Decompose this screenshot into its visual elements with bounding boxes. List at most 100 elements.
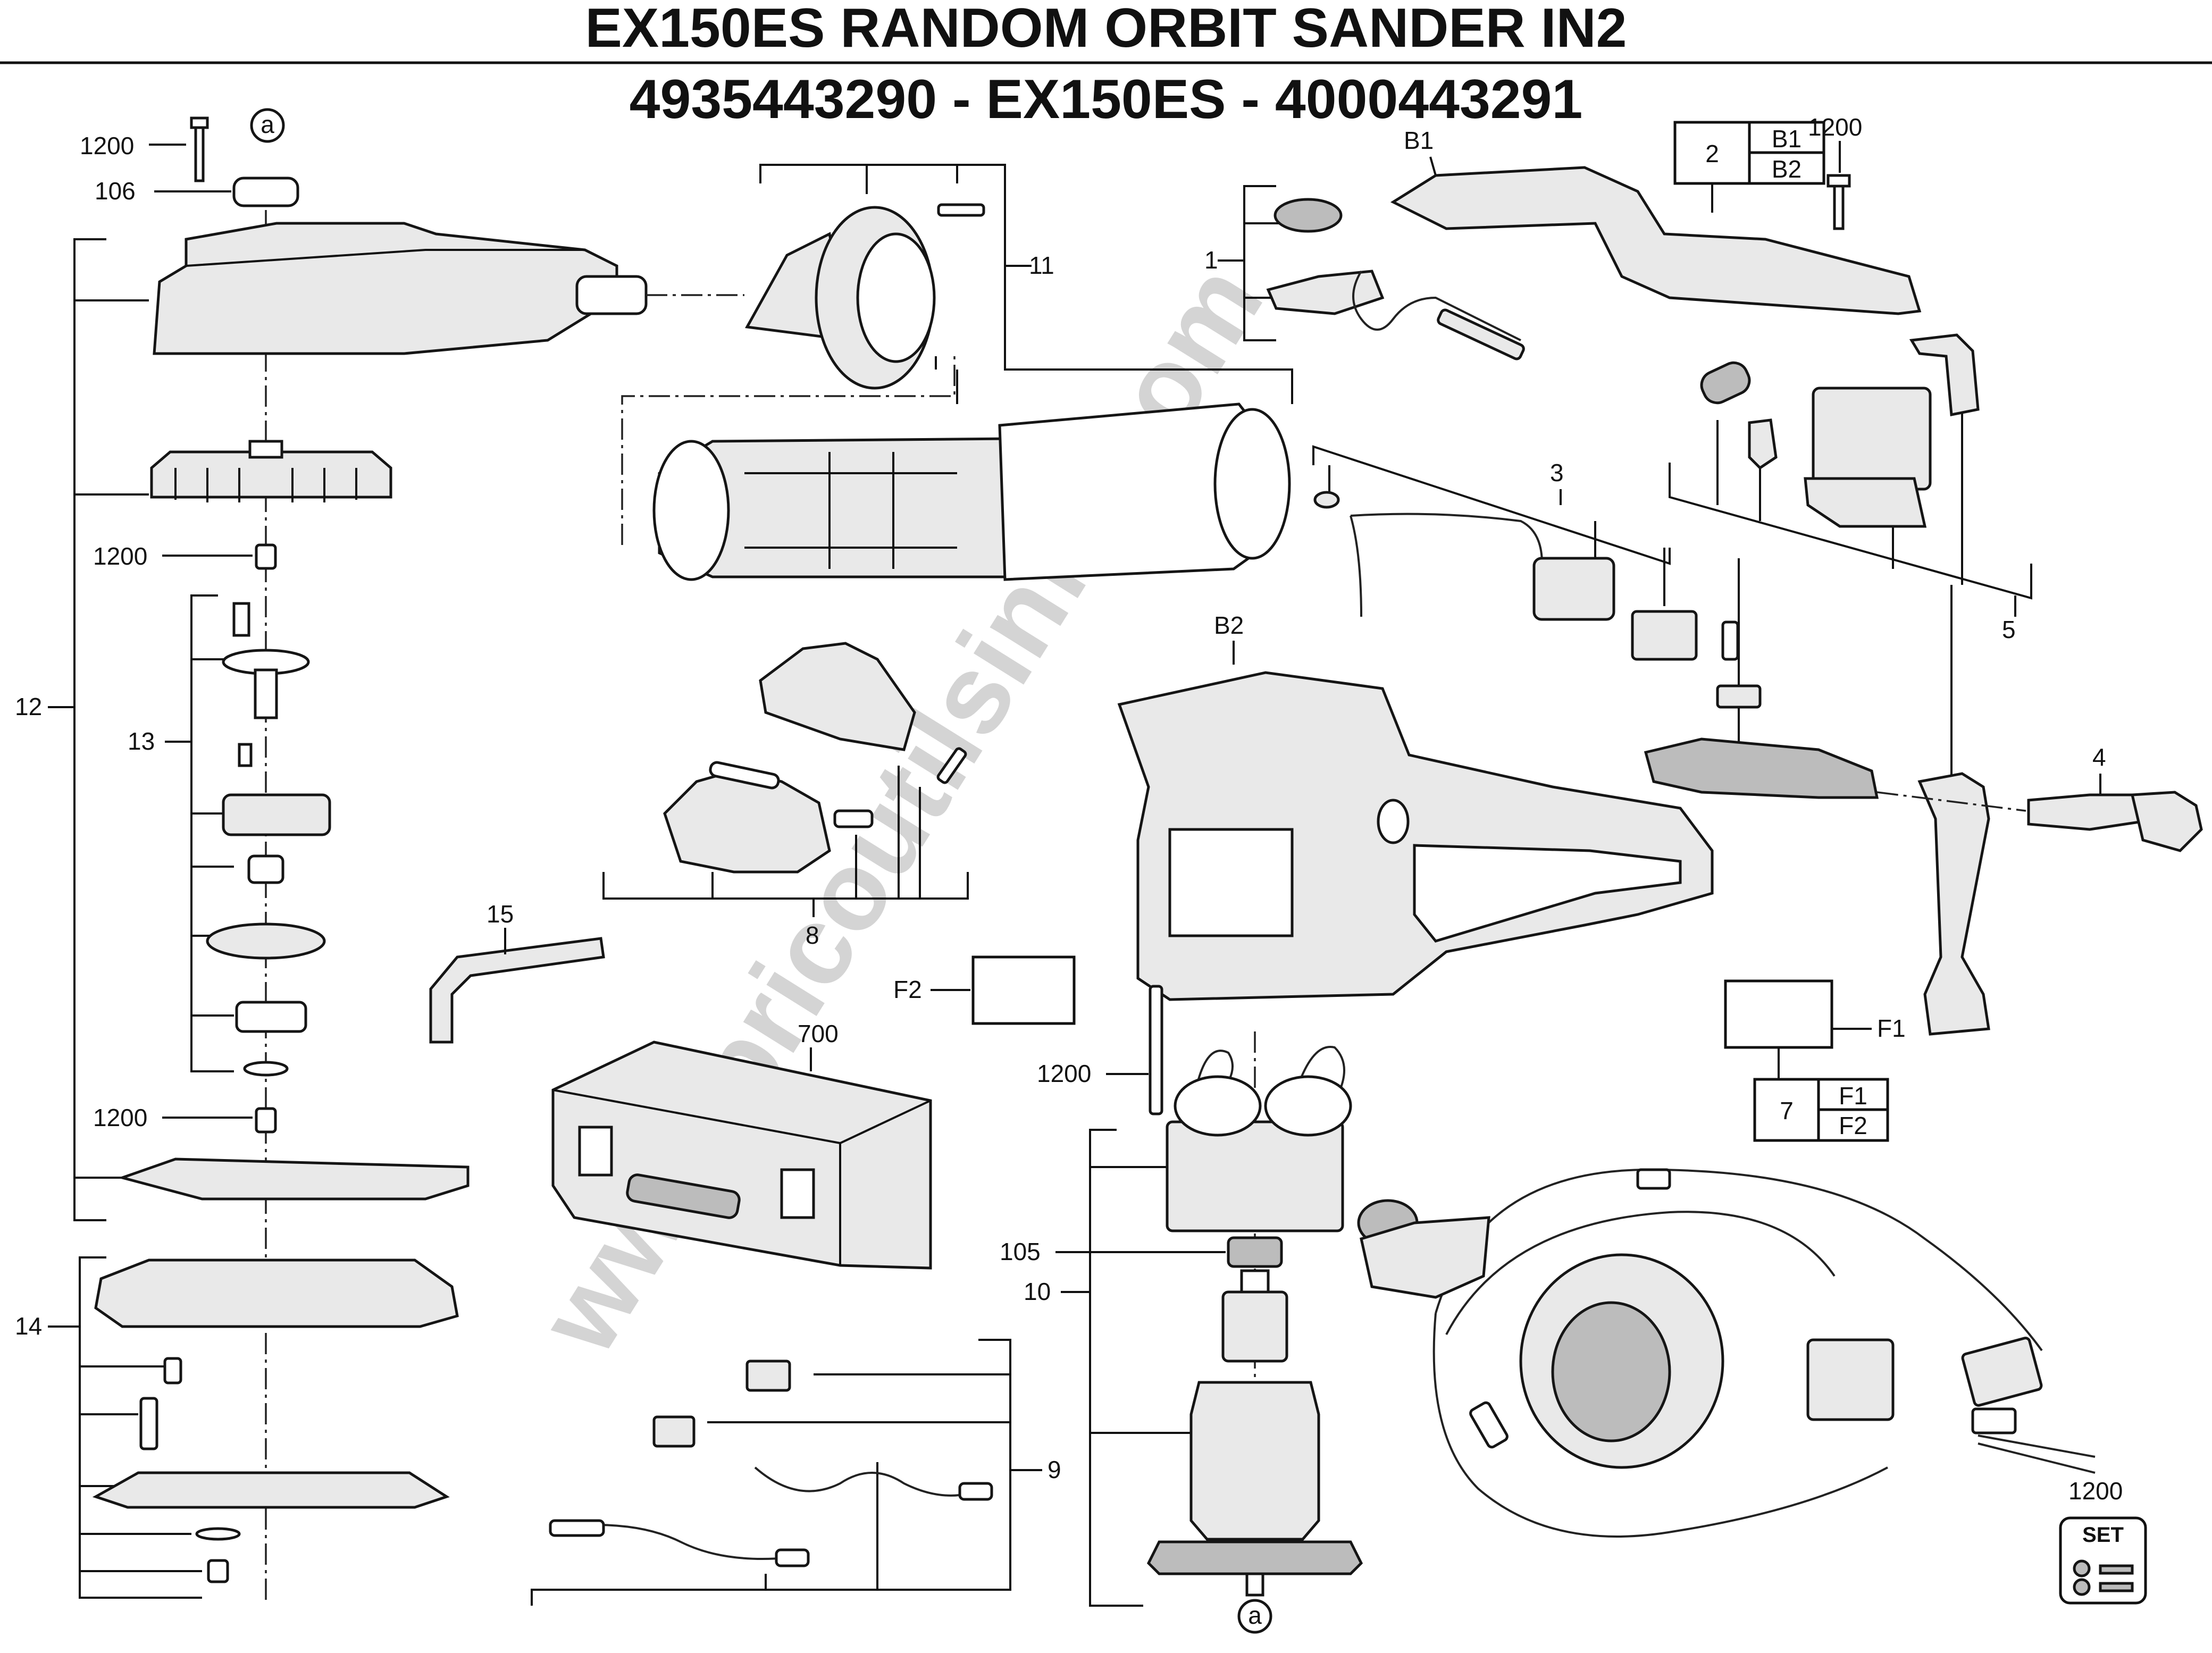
screw-top-shank bbox=[194, 126, 205, 182]
handle-cavity bbox=[1413, 844, 1682, 943]
label-4: 4 bbox=[2092, 743, 2106, 771]
diagram-subtitle: 4935443290 - EX150ES - 4000443291 bbox=[630, 69, 1583, 130]
carry-case-latch-a bbox=[578, 1126, 613, 1177]
box-7-number: 7 bbox=[1780, 1097, 1794, 1125]
brush-clip bbox=[1313, 491, 1340, 509]
washer-13 bbox=[243, 1061, 289, 1077]
leaders-8 bbox=[711, 766, 921, 899]
bracket-14 bbox=[48, 1256, 202, 1599]
armature-group: 1200 10 105 a bbox=[1000, 985, 1363, 1634]
handle-cover-group: B1 2 B1 B2 1200 1 bbox=[1204, 113, 1922, 360]
wiring-brush-a bbox=[1469, 1401, 1509, 1449]
stator-leads bbox=[1195, 1045, 1345, 1091]
box-2-number: 2 bbox=[1705, 140, 1719, 167]
label-b1: B1 bbox=[1404, 127, 1434, 154]
switch-base bbox=[1804, 477, 1927, 528]
part-9-wire-a bbox=[754, 1466, 984, 1497]
leaders-13 bbox=[191, 658, 234, 1017]
label-1200-right: 1200 bbox=[1808, 113, 1862, 141]
case-700-group: 700 bbox=[551, 1020, 932, 1270]
carry-case-latch-b bbox=[780, 1168, 815, 1219]
wiring-brush-b bbox=[1636, 1168, 1671, 1190]
label-106: 106 bbox=[95, 177, 136, 205]
fan-hub bbox=[248, 440, 283, 459]
part-9-group: 9 bbox=[531, 1339, 1061, 1606]
wire-loop-b bbox=[1445, 1211, 1836, 1335]
label-1: 1 bbox=[1204, 246, 1218, 274]
carry-case-edges bbox=[552, 1089, 931, 1265]
leaders-9 bbox=[707, 1373, 1010, 1590]
carbon-brush bbox=[1532, 557, 1615, 621]
leaders-3 bbox=[1328, 465, 1953, 776]
part-8-pin bbox=[709, 761, 780, 790]
wiring-motor-armature bbox=[1551, 1301, 1671, 1442]
label-13: 13 bbox=[128, 727, 155, 755]
box-2-b2-text: B2 bbox=[1772, 155, 1802, 183]
screw-right-head bbox=[1826, 174, 1851, 188]
brush-clamp bbox=[1716, 684, 1762, 709]
brush-group-3: 3 bbox=[1312, 445, 1953, 776]
part-9-terminal-a bbox=[549, 1519, 605, 1537]
bracket-13 bbox=[165, 594, 234, 1072]
bracket-10 bbox=[1061, 1129, 1143, 1607]
cord-group: 4 bbox=[1644, 737, 2203, 1036]
brush-holder bbox=[1631, 610, 1698, 661]
stator-coil-b bbox=[1264, 1075, 1352, 1137]
label-700: 700 bbox=[798, 1020, 839, 1047]
wiring-assembly bbox=[1357, 1168, 2096, 1538]
commutator bbox=[1221, 1290, 1288, 1363]
part-9-brush-b bbox=[652, 1415, 696, 1448]
label-12: 12 bbox=[15, 693, 42, 720]
wire-loop-a bbox=[1435, 1168, 2043, 1352]
stud-13b bbox=[238, 743, 253, 767]
armature-shaft-bottom bbox=[1245, 1572, 1264, 1597]
long-screw bbox=[1149, 985, 1163, 1115]
set-badge-screw-b bbox=[2099, 1582, 2134, 1592]
speed-control-wire bbox=[1352, 270, 1521, 341]
label-b2: B2 bbox=[1214, 611, 1244, 639]
pad-screw-c bbox=[207, 1559, 229, 1583]
adapter-ring-inner bbox=[856, 232, 936, 363]
screw-mid bbox=[255, 543, 277, 570]
label-1200-mid: 1200 bbox=[93, 542, 147, 570]
handle-grip bbox=[1644, 737, 1879, 799]
label-f2: F2 bbox=[893, 976, 922, 1003]
switch-button bbox=[1700, 361, 1751, 405]
screw-low bbox=[255, 1107, 277, 1134]
f1-group: F1 7 F1 F2 bbox=[1724, 979, 1906, 1142]
power-cord-plug bbox=[2027, 793, 2145, 831]
set-badge-ring-b bbox=[2073, 1578, 2091, 1596]
label-plate-f2 bbox=[971, 955, 1076, 1025]
box-7-f2 bbox=[1817, 1108, 1889, 1142]
dust-port-nozzle bbox=[575, 275, 648, 315]
fan-blades bbox=[174, 468, 357, 502]
armature-core bbox=[1189, 1381, 1320, 1541]
spindle-13 bbox=[254, 668, 278, 719]
switch-group-5: 5 bbox=[1669, 333, 2032, 643]
switch-clip bbox=[1909, 333, 1980, 416]
bracket-12 bbox=[48, 238, 106, 1221]
part-9-terminal-b bbox=[775, 1548, 810, 1567]
leaders-11 bbox=[866, 165, 958, 404]
speed-dial bbox=[1273, 198, 1343, 233]
bearing-105 bbox=[1227, 1236, 1283, 1268]
leader-b1 bbox=[1429, 156, 1437, 176]
fan-wheel bbox=[150, 450, 392, 499]
cord-clamp bbox=[1917, 772, 1990, 1036]
part-8-group: 8 bbox=[602, 642, 969, 949]
motor-housing-boss bbox=[1377, 799, 1410, 844]
diagram-title: EX150ES RANDOM ORBIT SANDER IN2 bbox=[585, 0, 1627, 59]
carry-case bbox=[551, 1041, 932, 1270]
bracket-5 bbox=[1669, 463, 2032, 600]
handle-top-cover bbox=[1390, 166, 1922, 315]
bracket-8 bbox=[602, 872, 969, 917]
switch-body bbox=[1812, 387, 1932, 491]
label-a-top: a bbox=[261, 111, 274, 138]
motor-housing-window bbox=[1168, 828, 1294, 937]
label-5: 5 bbox=[2002, 616, 2016, 643]
label-10: 10 bbox=[1024, 1278, 1051, 1305]
dust-bag-group: 11 bbox=[621, 164, 1293, 581]
switch-spring bbox=[1748, 418, 1778, 470]
screw-top-head bbox=[190, 116, 209, 129]
wiring-capacitor bbox=[1961, 1337, 2043, 1407]
